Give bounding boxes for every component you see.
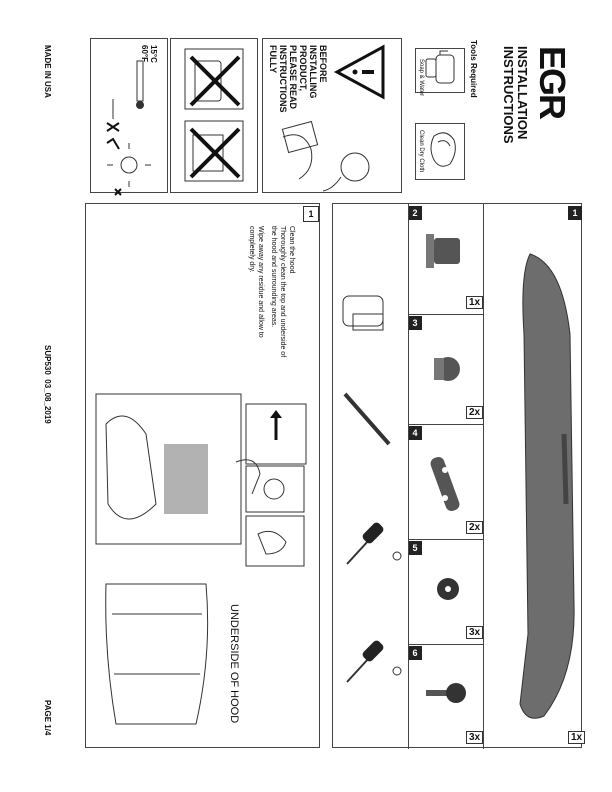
temperature-labels: 15°C 60°F bbox=[140, 45, 158, 63]
flathead-screwdriver-icon bbox=[346, 640, 402, 683]
part-2-cell: 2 1x bbox=[408, 204, 484, 315]
cloth-icon bbox=[430, 132, 456, 167]
warning-text: BEFORE INSTALLING PRODUCT, PLEASE READ I… bbox=[268, 45, 328, 113]
document-code: SUP530 03_08_2019 bbox=[43, 345, 52, 424]
brand-logo: EGR bbox=[531, 46, 573, 118]
hood-deflector-drawing bbox=[519, 253, 575, 719]
condition-car-wash bbox=[170, 38, 258, 193]
soap-hand-icon bbox=[245, 465, 305, 513]
step-number: 1 bbox=[303, 206, 319, 222]
logo-text: EGR bbox=[532, 46, 573, 119]
washer-drawing bbox=[437, 578, 459, 600]
tool-clean-cloth: Clean Dry Cloth bbox=[415, 123, 465, 180]
warning-box: BEFORE INSTALLING PRODUCT, PLEASE READ I… bbox=[262, 38, 402, 193]
part-5-cell: 5 3x bbox=[408, 539, 484, 645]
title-line-2: INSTRUCTIONS bbox=[501, 46, 516, 144]
soap-bottle-icon bbox=[425, 50, 455, 84]
adhesion-promoter-icon bbox=[342, 295, 384, 331]
nut-drawing bbox=[434, 357, 460, 381]
part-1-cell: 1 1x bbox=[483, 204, 586, 749]
sun-icon bbox=[106, 137, 151, 187]
tool-label: Soap & Water bbox=[418, 59, 424, 97]
cloth-hand-icon bbox=[245, 515, 305, 567]
bracket-drawing bbox=[430, 456, 460, 512]
part-quantity: 1x bbox=[568, 731, 586, 744]
step-1-panel: 1 Clean the hood Thoroughly clean the to… bbox=[85, 203, 320, 748]
phillips-screwdriver-icon bbox=[346, 522, 402, 565]
made-in-usa: MADE IN USA bbox=[43, 45, 52, 98]
tool-label: Clean Dry Cloth bbox=[418, 130, 424, 173]
tool-soap-water: Soap & Water bbox=[415, 48, 465, 97]
clip-nut-drawing bbox=[426, 234, 460, 268]
part-4-cell: 4 2x bbox=[408, 424, 484, 540]
page-title: INSTALLATION INSTRUCTIONS bbox=[501, 46, 530, 144]
vehicle-front-drawing bbox=[95, 393, 261, 545]
parts-panel: 1 1x 2 1x 3 2x bbox=[332, 203, 586, 749]
page-number: PAGE 1/4 bbox=[43, 700, 52, 736]
part-number: 1 bbox=[568, 206, 582, 220]
parts-column: 2 1x 3 2x 4 bbox=[408, 204, 484, 749]
tools-heading: Tools Required bbox=[469, 40, 478, 98]
thermometer-icon bbox=[106, 60, 144, 132]
part-6-cell: 6 3x bbox=[408, 644, 484, 749]
title-line-1: INSTALLATION bbox=[515, 46, 530, 140]
marker-pen-icon bbox=[343, 392, 391, 446]
hood-underside-drawing bbox=[105, 583, 209, 725]
rain-icon bbox=[114, 188, 122, 196]
person-reading-icon bbox=[281, 120, 370, 192]
no-car-wash-icon bbox=[184, 48, 244, 182]
warning-triangle-icon bbox=[333, 44, 385, 100]
screw-drawing bbox=[426, 683, 466, 703]
part-3-cell: 3 2x bbox=[408, 314, 484, 425]
hood-close-up-drawing bbox=[245, 403, 307, 465]
tools-column bbox=[333, 204, 409, 749]
condition-temperature: 15°C 60°F bbox=[90, 38, 168, 196]
